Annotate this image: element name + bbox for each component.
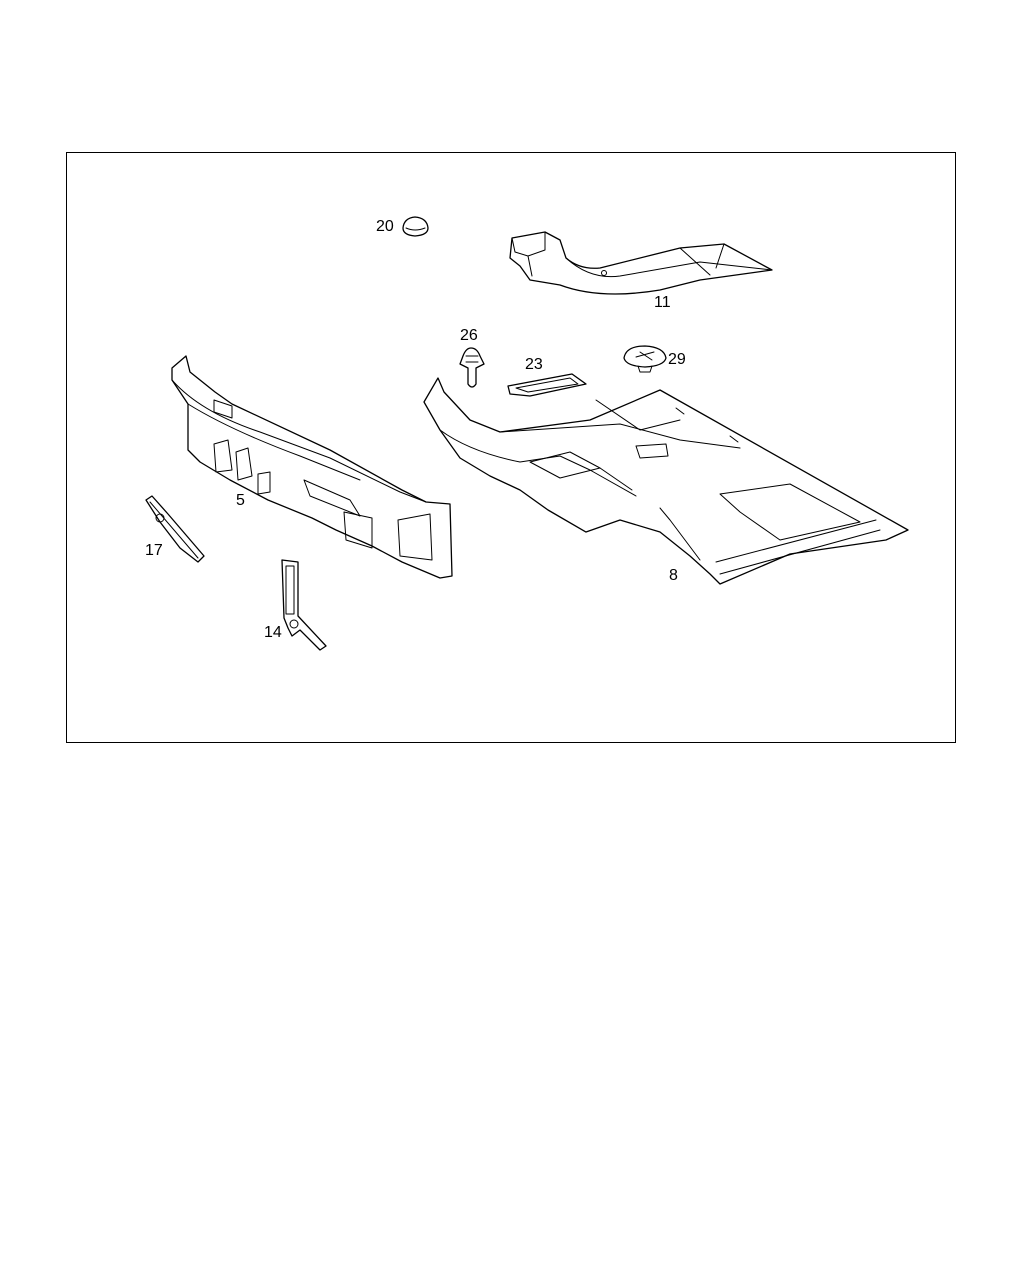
part-29-fastener <box>623 345 667 373</box>
callout-5: 5 <box>236 492 245 509</box>
callout-29: 29 <box>668 351 686 368</box>
part-20-grommet <box>402 216 429 237</box>
callout-23: 23 <box>525 356 543 373</box>
callout-17: 17 <box>145 542 163 559</box>
callout-8: 8 <box>669 567 678 584</box>
part-14-strap <box>281 559 327 651</box>
callout-14: 14 <box>264 624 282 641</box>
callout-11: 11 <box>654 294 671 311</box>
callout-26: 26 <box>460 327 478 344</box>
part-17-bracket <box>145 495 205 563</box>
part-5-panel <box>171 355 453 579</box>
diagram-frame <box>66 152 956 743</box>
callout-labels: 20 11 26 23 29 5 17 8 14 <box>145 218 686 641</box>
part-11-duct <box>509 231 773 295</box>
part-8-floor <box>423 377 909 585</box>
part-23-cover <box>507 373 587 397</box>
callout-20: 20 <box>376 218 394 235</box>
part-26-clip <box>459 347 485 388</box>
